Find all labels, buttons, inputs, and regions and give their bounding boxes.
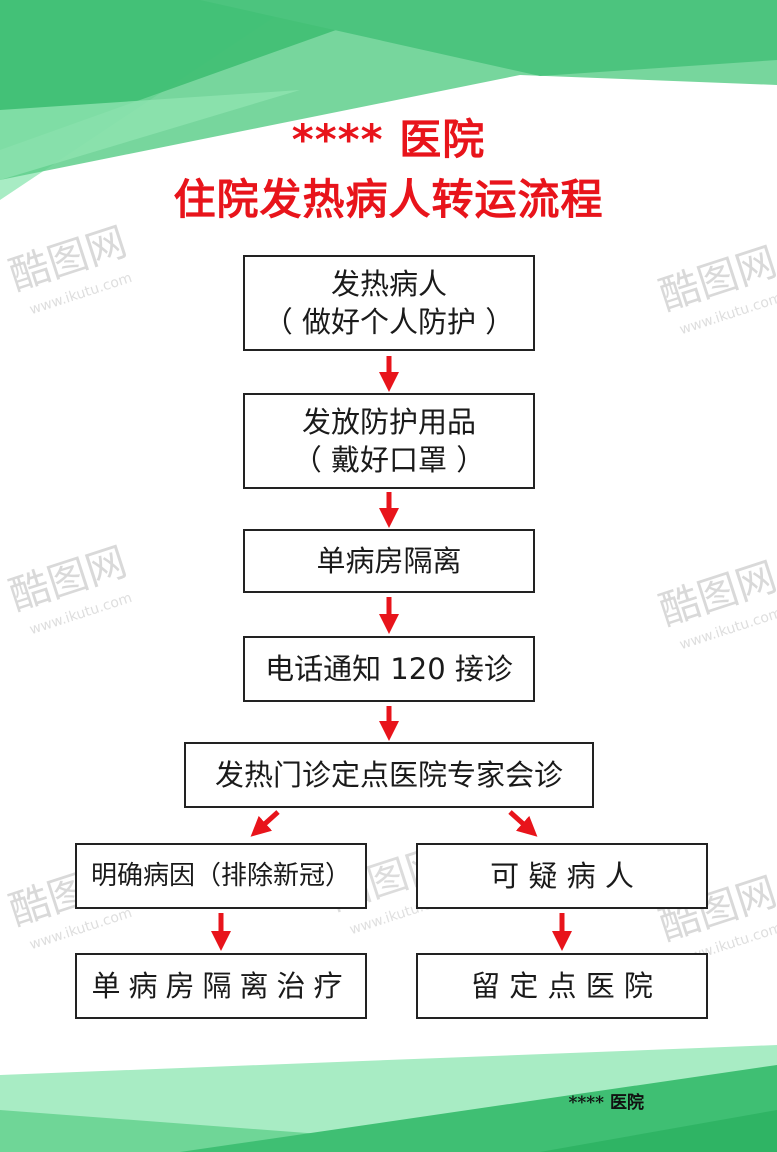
step-distribute-protection-note: （ 戴好口罩 ） [292,443,486,477]
step-call-120: 电话通知 120 接诊 [243,636,535,702]
arrow-down-right-icon [508,810,538,837]
branch-confirmed-cause-label: 明确病因（排除新冠） [90,861,351,891]
branch-suspected-patient: 可 疑 病 人 [416,843,708,909]
watermark-logo: 酷图网 www.ikutu.com [4,219,134,318]
step-expert-consultation: 发热门诊定点医院专家会诊 [184,742,594,808]
step-single-room-isolation: 单病房隔离 [243,529,535,593]
step-fever-patient: 发热病人 （ 做好个人防护 ） [243,255,535,351]
watermark-logo: 酷图网 www.ikutu.com [654,554,777,653]
hospital-title: **** 医院 [291,115,486,164]
watermark-logo: 酷图网 www.ikutu.com [4,539,134,638]
step-fever-patient-note: （ 做好个人防护 ） [263,305,515,339]
process-title: 住院发热病人转运流程 [173,175,604,224]
branch-suspected-patient-label: 可 疑 病 人 [490,859,634,893]
arrow-down-left-icon [250,810,280,837]
step-fever-patient-label: 发热病人 [330,267,447,301]
step-distribute-protection: 发放防护用品 （ 戴好口罩 ） [243,393,535,489]
action-isolation-treatment: 单病房隔离治疗 [75,953,367,1019]
watermark-logo: 酷图网 www.ikutu.com [654,869,777,968]
action-isolation-treatment-label: 单病房隔离治疗 [91,969,351,1003]
step-expert-consultation-label: 发热门诊定点医院专家会诊 [214,758,563,792]
action-designated-hospital-label: 留 定 点 医 院 [471,969,653,1003]
step-single-room-isolation-label: 单病房隔离 [316,544,462,578]
footer-hospital-name: **** 医院 [568,1093,644,1113]
watermark-logo: 酷图网 www.ikutu.com [654,239,777,338]
step-distribute-protection-label: 发放防护用品 [301,405,476,439]
step-call-120-label: 电话通知 120 接诊 [265,652,513,686]
branch-confirmed-cause: 明确病因（排除新冠） [75,843,367,909]
action-designated-hospital: 留 定 点 医 院 [416,953,708,1019]
